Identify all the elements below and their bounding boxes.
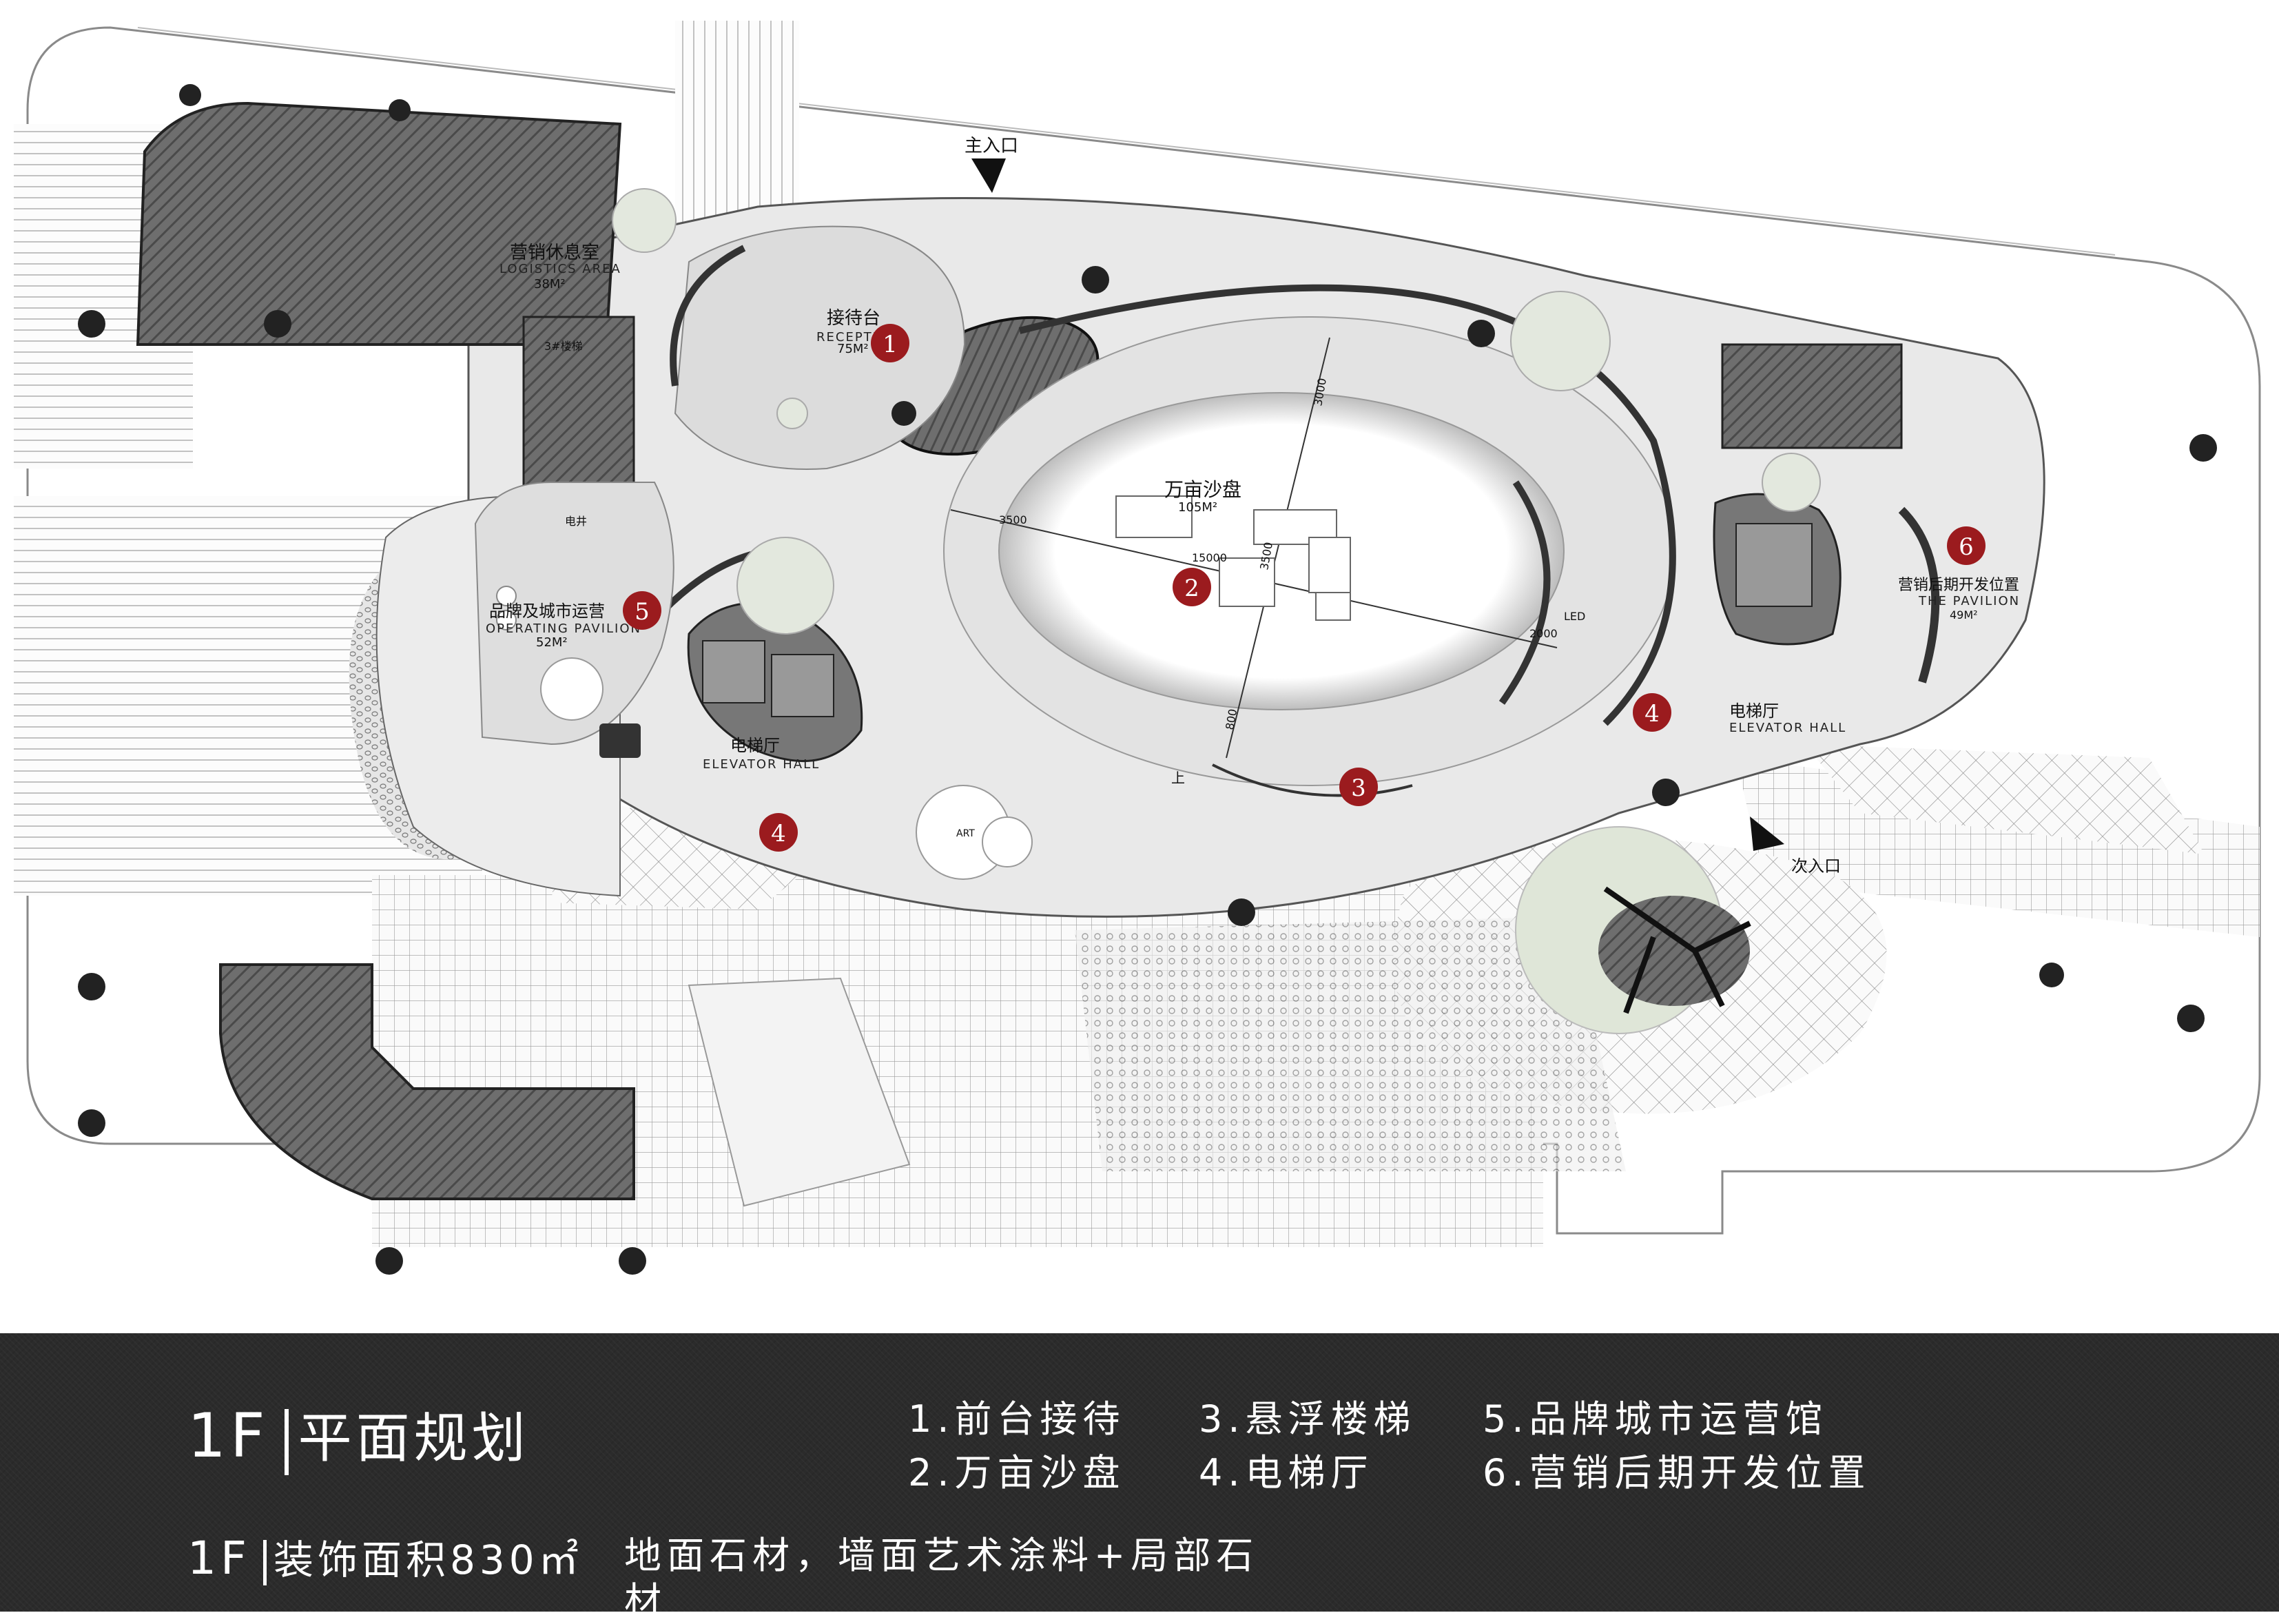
svg-text:4: 4 bbox=[1644, 700, 1660, 728]
reception-zone bbox=[670, 225, 966, 470]
main-entrance-label: 主入口 bbox=[965, 136, 1018, 156]
columns[interactable] bbox=[78, 84, 2217, 1275]
sandtable-label: 万亩沙盘 bbox=[1164, 478, 1241, 501]
marker-6: 6 bbox=[1947, 526, 1986, 565]
legend-item-3: 3.悬浮楼梯 bbox=[1199, 1397, 1416, 1441]
sandtable-area: 105M² bbox=[1178, 500, 1217, 515]
marker-4b: 4 bbox=[759, 813, 798, 852]
reception-area: 75M² bbox=[837, 342, 869, 356]
secondary-entrance-arrow bbox=[1750, 816, 1784, 851]
svg-text:1: 1 bbox=[883, 331, 898, 358]
pavilion-label-en: THE PAVILION bbox=[1918, 594, 2020, 608]
art-installation bbox=[916, 785, 1033, 880]
led-label: LED bbox=[1564, 610, 1585, 623]
page-title: 1F 平面规划 bbox=[187, 1395, 530, 1475]
operating-zone bbox=[474, 482, 674, 758]
shaft-label: 电井 bbox=[565, 515, 587, 528]
elevator-left-label: 电梯厅 bbox=[730, 736, 780, 755]
pavilion-area: 49M² bbox=[1950, 608, 1978, 621]
entrance-arrows bbox=[971, 158, 1784, 851]
operating-area: 52M² bbox=[536, 635, 568, 650]
up-label: 上 bbox=[1171, 770, 1185, 786]
legend-item-5: 5.品牌城市运营馆 bbox=[1483, 1397, 1828, 1441]
secondary-entrance-label: 次入口 bbox=[1791, 856, 1841, 876]
pavilion-label: 营销后期开发位置 bbox=[1898, 577, 2019, 594]
legend-item-1: 1.前台接待 bbox=[908, 1397, 1126, 1441]
art-label: ART bbox=[956, 828, 975, 839]
dim-3: 2000 bbox=[1529, 627, 1558, 640]
area-floor-label: 1F bbox=[187, 1532, 251, 1585]
stair-label: 3#楼梯 bbox=[544, 340, 583, 353]
marker-2: 2 bbox=[1173, 568, 1211, 606]
logistics-label-en: LOGISTICS AREA bbox=[499, 262, 621, 276]
area-divider bbox=[262, 1539, 267, 1585]
operating-label-en: OPERATING PAVILION bbox=[486, 621, 641, 636]
legend-band: 1F 平面规划 1.前台接待 2.万亩沙盘 3.悬浮楼梯 4.电梯厅 5.品牌城市… bbox=[0, 1333, 2279, 1623]
legend-item-4: 4.电梯厅 bbox=[1199, 1451, 1374, 1494]
reception-label-en: RECEPTI bbox=[816, 330, 878, 345]
trees bbox=[612, 188, 1821, 1034]
dim-1: 3500 bbox=[999, 513, 1027, 526]
svg-text:6: 6 bbox=[1959, 533, 1974, 561]
legend-item-6: 6.营销后期开发位置 bbox=[1483, 1451, 1871, 1494]
floor-plan: 主入口 次入口 营销休息室 LOGISTICS AREA 38M² 接待台 RE… bbox=[14, 21, 2261, 1275]
marker-1: 1 bbox=[871, 324, 909, 362]
plan-labels: 主入口 次入口 营销休息室 LOGISTICS AREA 38M² 接待台 RE… bbox=[486, 136, 2020, 876]
floor-label: 1F bbox=[187, 1400, 269, 1471]
svg-text:2: 2 bbox=[1184, 575, 1199, 602]
materials-text: 地面石材，墙面艺术涂料+局部石材 bbox=[624, 1534, 1259, 1623]
area-line: 1F 装饰面积830㎡ bbox=[187, 1528, 583, 1585]
area-text: 装饰面积830㎡ bbox=[273, 1536, 583, 1583]
legend-item-2: 2.万亩沙盘 bbox=[908, 1451, 1126, 1494]
main-entrance-arrow bbox=[971, 158, 1006, 193]
logistics-label: 营销休息室 bbox=[510, 243, 599, 263]
elevator-left-label-en: ELEVATOR HALL bbox=[703, 757, 820, 772]
elevator-hall-left bbox=[652, 546, 863, 763]
dim-2: 15000 bbox=[1192, 551, 1227, 564]
title-divider bbox=[284, 1408, 289, 1475]
logistics-area: 38M² bbox=[534, 277, 566, 291]
sand-table bbox=[943, 284, 1676, 797]
svg-text:5: 5 bbox=[635, 598, 650, 626]
svg-text:4: 4 bbox=[771, 820, 786, 847]
reception-label: 接待台 bbox=[827, 308, 880, 329]
markers[interactable]: 1 2 3 4 4 5 6 bbox=[623, 324, 1986, 852]
marker-4a: 4 bbox=[1633, 693, 1671, 732]
title-text: 平面规划 bbox=[298, 1408, 530, 1470]
marker-3: 3 bbox=[1339, 768, 1378, 806]
marker-5: 5 bbox=[623, 591, 661, 630]
elevator-hall-right bbox=[1713, 493, 1940, 683]
svg-text:3: 3 bbox=[1351, 774, 1366, 802]
elevator-right-label: 电梯厅 bbox=[1729, 701, 1779, 721]
floor-plan-drawing: 主入口 次入口 营销休息室 LOGISTICS AREA 38M² 接待台 RE… bbox=[14, 21, 2261, 1275]
elevator-right-label-en: ELEVATOR HALL bbox=[1729, 721, 1846, 735]
operating-label: 品牌及城市运营 bbox=[489, 602, 605, 621]
